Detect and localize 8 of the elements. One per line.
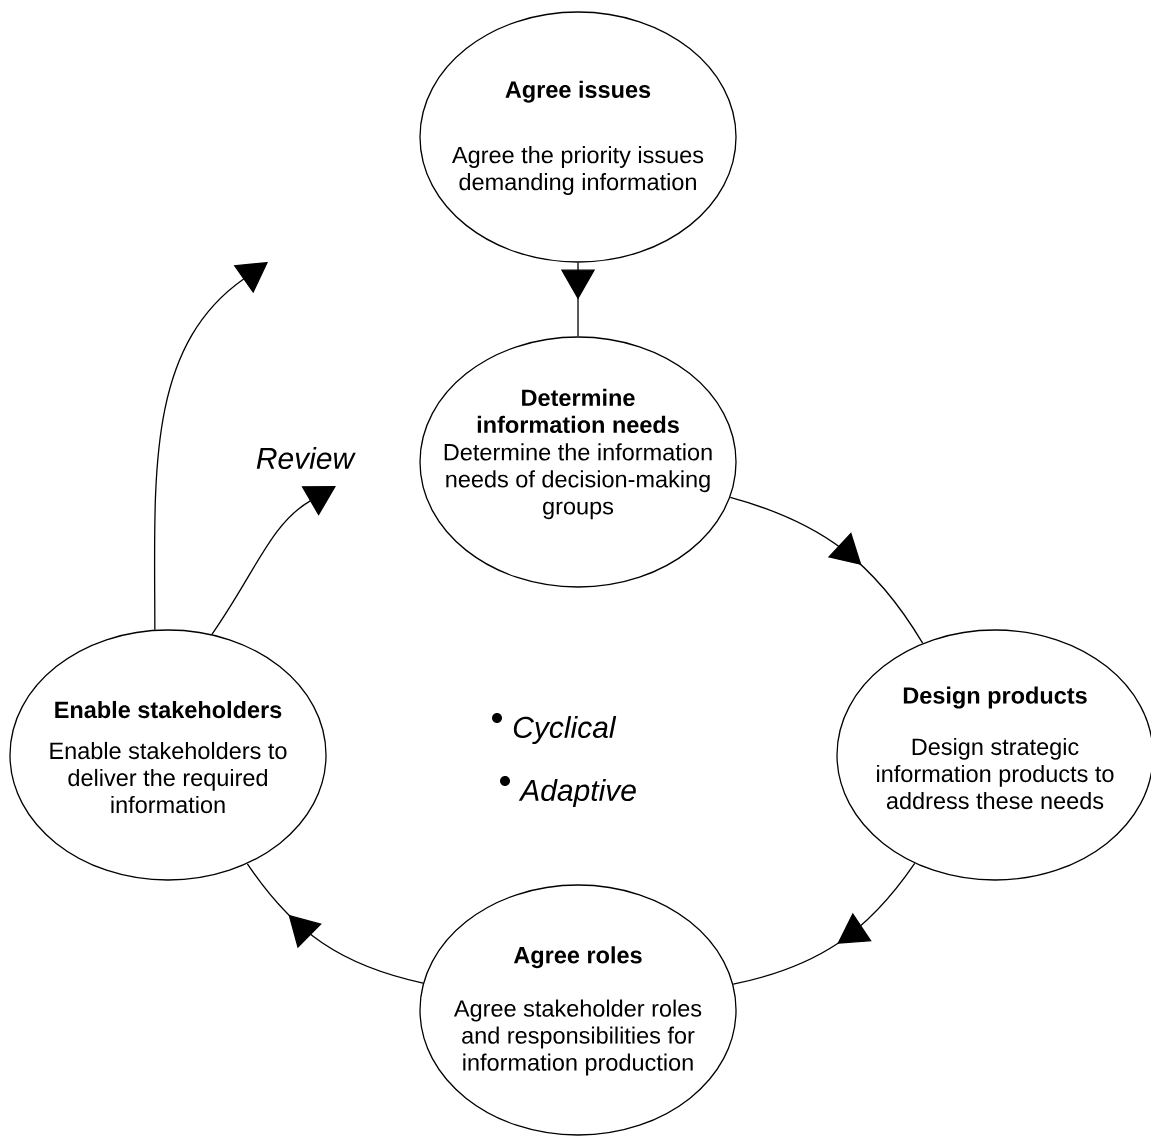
bullet-item: Adaptive <box>500 776 636 807</box>
bullet-item: Cyclical <box>492 713 617 744</box>
arrow <box>729 496 924 644</box>
arrow <box>211 486 336 635</box>
review-label: Review <box>256 447 356 469</box>
arrow <box>246 863 424 984</box>
arrow <box>732 862 916 985</box>
arrow <box>153 262 268 631</box>
